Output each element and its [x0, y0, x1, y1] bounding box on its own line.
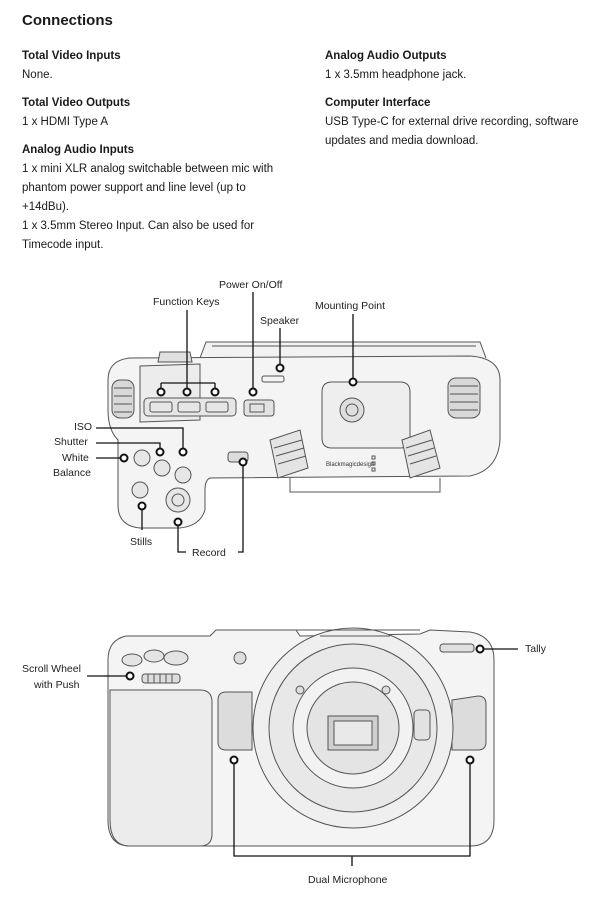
label-white-balance-line2: Balance	[53, 467, 91, 479]
spec-heading: Computer Interface	[325, 97, 431, 109]
label-speaker: Speaker	[260, 315, 300, 327]
spec-heading: Total Video Outputs	[22, 97, 131, 109]
label-mounting-point: Mounting Point	[315, 300, 386, 312]
spec-heading: Analog Audio Inputs	[22, 144, 135, 156]
spec-video-outputs: Total Video Outputs 1 x HDMI Type A	[22, 94, 302, 132]
label-white-balance: White	[62, 452, 89, 464]
spec-analog-audio-outputs: Analog Audio Outputs 1 x 3.5mm headphone…	[325, 47, 600, 85]
spec-value: 1 x 3.5mm headphone jack.	[325, 69, 467, 81]
spec-value: 1 x mini XLR analog switchable between m…	[22, 163, 274, 251]
brand-text: Blackmagicdesign	[326, 462, 374, 468]
spec-heading: Total Video Inputs	[22, 50, 121, 62]
spec-analog-audio-inputs: Analog Audio Inputs 1 x mini XLR analog …	[22, 141, 302, 255]
callout-lines	[87, 292, 518, 866]
label-iso: ISO	[74, 421, 93, 433]
spec-computer-interface: Computer Interface USB Type-C for extern…	[325, 94, 600, 151]
spec-heading: Analog Audio Outputs	[325, 50, 447, 62]
spec-value: 1 x HDMI Type A	[22, 116, 109, 128]
camera-front-view	[107, 627, 495, 847]
label-scroll-wheel: Scroll Wheel	[22, 663, 81, 675]
spec-value: USB Type-C for external drive recording,…	[325, 116, 579, 147]
label-power: Power On/Off	[219, 279, 283, 291]
page-title: Connections	[22, 12, 113, 29]
callout-dots	[119, 363, 485, 765]
camera-top-view	[107, 341, 501, 529]
label-scroll-wheel-line2: with Push	[34, 679, 80, 691]
spec-value: None.	[22, 69, 53, 81]
label-stills: Stills	[130, 536, 153, 548]
label-shutter: Shutter	[54, 436, 88, 448]
label-function-keys: Function Keys	[153, 296, 220, 308]
spec-video-inputs: Total Video Inputs None.	[22, 47, 302, 85]
label-record: Record	[192, 547, 226, 559]
label-dual-microphone: Dual Microphone	[308, 874, 388, 886]
label-tally: Tally	[525, 643, 547, 655]
